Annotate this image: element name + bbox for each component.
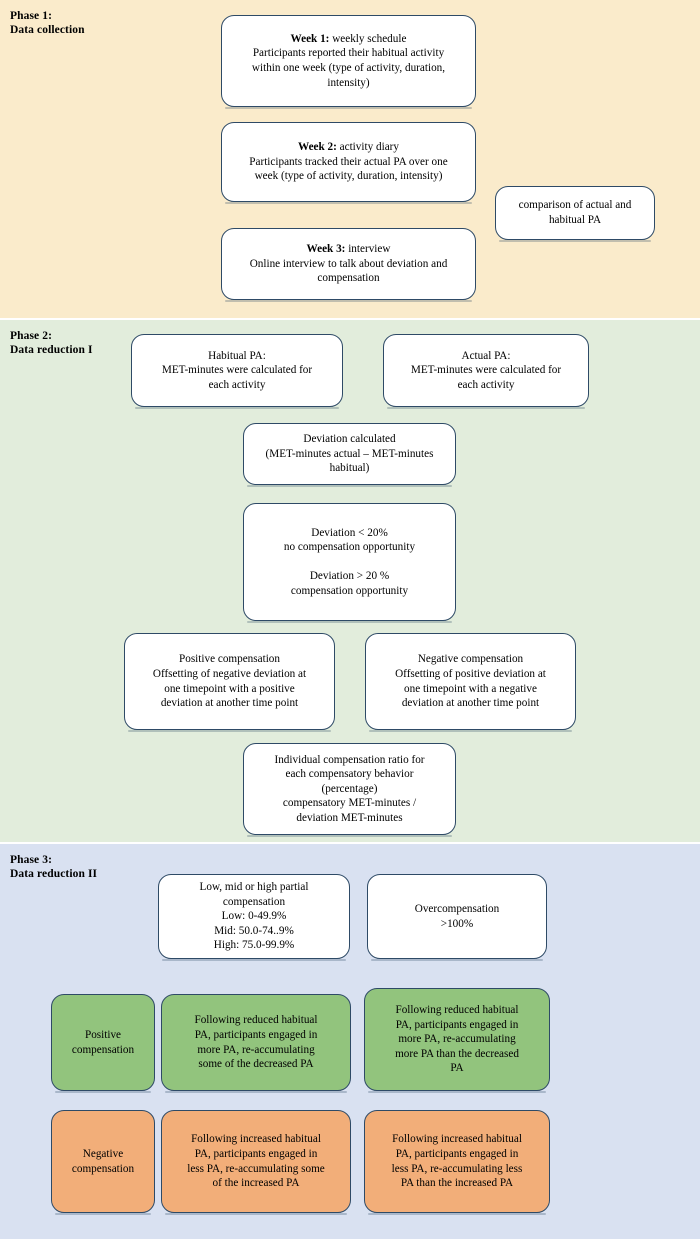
node-week3-lead: Week 3: bbox=[306, 243, 346, 256]
node-partial-compensation: Low, mid or high partial compensation Lo… bbox=[158, 874, 350, 961]
phase1-label: Phase 1: Data collection bbox=[10, 10, 85, 36]
node-week1-body: Participants reported their habitual act… bbox=[251, 47, 446, 89]
node-week2-body: Participants tracked their actual PA ove… bbox=[249, 155, 448, 183]
node-deviation-calculated: Deviation calculated (MET-minutes actual… bbox=[243, 423, 456, 487]
node-habitual-pa-text: Habitual PA: MET-minutes were calculated… bbox=[161, 349, 313, 391]
node-deviation-thresholds-text: Deviation < 20% no compensation opportun… bbox=[283, 526, 416, 597]
node-week2-lead: Week 2: bbox=[298, 141, 337, 154]
node-negative-compensation-title-text: Negative compensation bbox=[71, 1147, 135, 1175]
node-overcompensation: Overcompensation >100% bbox=[367, 874, 547, 961]
node-positive-compensation-title: Positive compensation bbox=[51, 994, 155, 1093]
node-week3-body: Online interview to talk about deviation… bbox=[249, 257, 448, 285]
node-negative-over-description: Following increased habitual PA, partici… bbox=[364, 1110, 550, 1215]
node-actual-pa-text: Actual PA: MET-minutes were calculated f… bbox=[410, 349, 562, 391]
node-actual-pa: Actual PA: MET-minutes were calculated f… bbox=[383, 334, 589, 409]
node-negative-partial-description: Following increased habitual PA, partici… bbox=[161, 1110, 351, 1215]
node-week2: Week 2: activity diary Participants trac… bbox=[221, 122, 476, 204]
node-week2-text: Week 2: activity diary Participants trac… bbox=[230, 140, 467, 184]
node-positive-partial-description-text: Following reduced habitual PA, participa… bbox=[194, 1014, 318, 1071]
node-negative-partial-description-text: Following increased habitual PA, partici… bbox=[187, 1133, 325, 1190]
node-compensation-ratio: Individual compensation ratio for each c… bbox=[243, 743, 456, 837]
node-comparison-actual-habitual: comparison of actual and habitual PA bbox=[495, 186, 655, 242]
node-habitual-pa: Habitual PA: MET-minutes were calculated… bbox=[131, 334, 343, 409]
node-week1: Week 1: weekly schedule Participants rep… bbox=[221, 15, 476, 109]
node-week1-lead: Week 1: bbox=[290, 32, 330, 45]
node-positive-over-description-text: Following reduced habitual PA, participa… bbox=[395, 1004, 519, 1075]
node-week1-lead-rest: weekly schedule bbox=[329, 32, 407, 45]
node-positive-partial-description: Following reduced habitual PA, participa… bbox=[161, 994, 351, 1093]
node-week2-lead-rest: activity diary bbox=[336, 141, 399, 154]
node-partial-compensation-text: Low, mid or high partial compensation Lo… bbox=[199, 881, 309, 952]
node-comparison-text: comparison of actual and habitual PA bbox=[518, 199, 632, 226]
node-positive-compensation-definition-text: Positive compensation Offsetting of nega… bbox=[152, 653, 307, 710]
node-positive-compensation-title-text: Positive compensation bbox=[71, 1028, 135, 1056]
node-week3: Week 3: interview Online interview to ta… bbox=[221, 228, 476, 302]
node-negative-compensation-definition: Negative compensation Offsetting of posi… bbox=[365, 633, 576, 732]
node-negative-compensation-definition-text: Negative compensation Offsetting of posi… bbox=[395, 653, 546, 710]
node-week3-lead-rest: interview bbox=[345, 243, 391, 256]
node-negative-compensation-title: Negative compensation bbox=[51, 1110, 155, 1215]
node-week3-text: Week 3: interview Online interview to ta… bbox=[230, 242, 467, 286]
node-positive-over-description: Following reduced habitual PA, participa… bbox=[364, 988, 550, 1093]
node-deviation-thresholds: Deviation < 20% no compensation opportun… bbox=[243, 503, 456, 623]
node-week1-text: Week 1: weekly schedule Participants rep… bbox=[230, 32, 467, 90]
phase2-label: Phase 2: Data reduction I bbox=[10, 330, 93, 356]
node-compensation-ratio-text: Individual compensation ratio for each c… bbox=[274, 753, 425, 824]
node-overcompensation-text: Overcompensation >100% bbox=[414, 902, 500, 930]
node-deviation-calculated-text: Deviation calculated (MET-minutes actual… bbox=[265, 433, 434, 475]
phase3-label: Phase 3: Data reduction II bbox=[10, 854, 98, 880]
node-positive-compensation-definition: Positive compensation Offsetting of nega… bbox=[124, 633, 335, 732]
node-negative-over-description-text: Following increased habitual PA, partici… bbox=[391, 1133, 523, 1190]
